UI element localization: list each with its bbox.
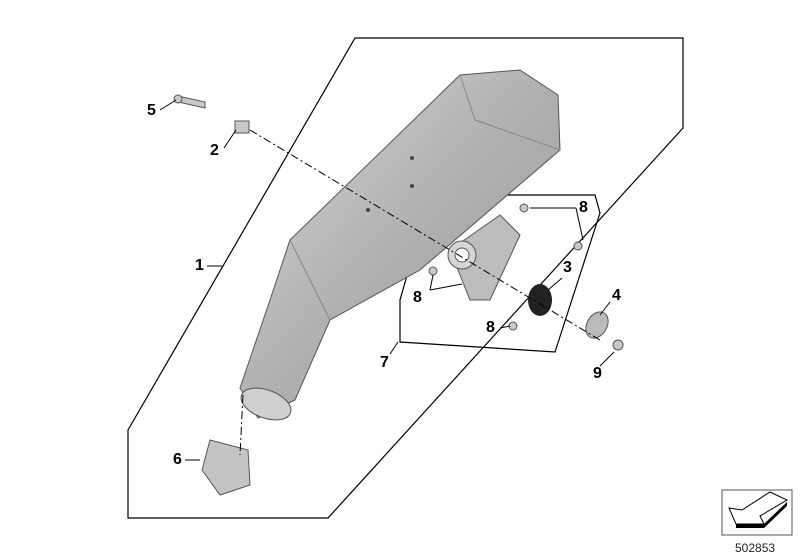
mounting-bracket xyxy=(447,214,521,301)
callout-5: 5 xyxy=(147,102,156,119)
callout-8-top: 8 xyxy=(579,199,588,216)
callout-8-bottom: 8 xyxy=(486,319,495,336)
muffler xyxy=(239,69,561,421)
callout-8-left: 8 xyxy=(413,289,422,306)
callout-3: 3 xyxy=(563,259,572,276)
callout-9: 9 xyxy=(593,365,602,382)
callout-2: 2 xyxy=(210,142,219,159)
bracket-group-outline xyxy=(399,194,601,353)
group-outline xyxy=(127,37,684,519)
callout-4: 4 xyxy=(612,287,621,304)
callout-7: 7 xyxy=(380,354,389,371)
diagram-reference-number: 502853 xyxy=(735,541,776,555)
direction-arrow-icon xyxy=(721,489,793,536)
clamp xyxy=(201,439,251,496)
rubber-grommet xyxy=(528,284,552,316)
callout-1: 1 xyxy=(195,257,204,274)
callout-6: 6 xyxy=(173,451,182,468)
washer xyxy=(585,311,609,339)
leader-lines xyxy=(159,99,615,461)
